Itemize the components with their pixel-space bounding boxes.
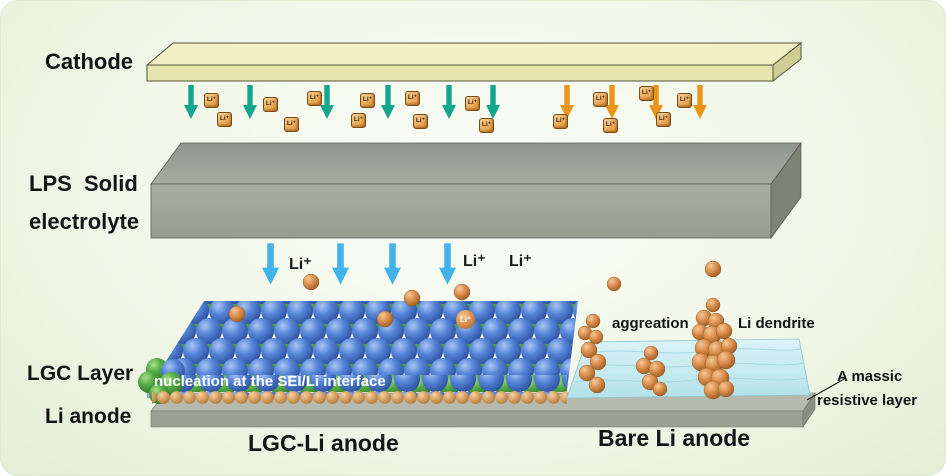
li-ion-icon: Li⁺ [351, 113, 366, 128]
cathode-front-face [146, 64, 774, 82]
lps-electrolyte-slab [150, 141, 802, 240]
li-ion-icon: Li⁺ [307, 91, 322, 106]
blue-flow-arrow [332, 243, 349, 285]
li-ion-icon: Li⁺ [639, 86, 654, 101]
teal-flow-arrow [486, 85, 500, 119]
li-dendrite-annotation: Li dendrite [738, 315, 815, 332]
li-ion-icon: Li⁺ [677, 93, 692, 108]
bare-li-anode-caption: Bare Li anode [598, 425, 751, 451]
aggregation-cluster [577, 313, 668, 397]
orange-flow-arrow [693, 85, 707, 119]
li-plus-sphere: Li⁺ [456, 310, 475, 329]
li-atom [228, 305, 246, 323]
li-ion-icon: Li⁺ [593, 92, 608, 107]
massic-annotation-line1: A massic [837, 368, 903, 385]
blue-flow-arrow [262, 243, 279, 285]
li-ion-icon: Li⁺ [263, 97, 278, 112]
lps-side-face [770, 141, 802, 240]
cathode-label: Cathode [45, 49, 133, 74]
resistive-layer-pointer-line [806, 377, 847, 401]
li-ion-icon: Li⁺ [413, 114, 428, 129]
lps-front-face [150, 183, 772, 239]
teal-flow-arrow [184, 85, 198, 119]
li-atom [376, 310, 394, 328]
li-ion-icon: Li⁺ [405, 91, 420, 106]
base-side-face [802, 392, 816, 428]
li-atom [704, 260, 722, 278]
li-ion-icon: Li⁺ [284, 117, 299, 132]
teal-flow-arrow [442, 85, 456, 119]
cathode-top-face [145, 42, 803, 66]
interface-li-atom-row [152, 391, 567, 404]
lps-label-line1: LPS Solid [29, 171, 138, 196]
li-ion-icon: Li⁺ [217, 112, 232, 127]
lps-label-line2: electrolyte [29, 209, 140, 234]
blue-flow-arrow [384, 243, 401, 285]
lgc-layer-label: LGC Layer [27, 362, 134, 385]
li-ion-icon: Li⁺ [479, 118, 494, 133]
li-ion-icon: Li⁺ [360, 93, 375, 108]
cathode-slab [145, 41, 803, 83]
li-atom [453, 283, 471, 301]
li-atom [302, 273, 320, 291]
li-anode-label: Li anode [45, 405, 132, 428]
floating-li-atoms [228, 260, 722, 328]
massic-annotation-line2: resistive layer [817, 392, 918, 409]
li-atom [403, 289, 421, 307]
li-atom [606, 276, 622, 292]
li-dendrite-cluster [691, 297, 738, 400]
li-ion-icon: Li⁺ [656, 112, 671, 127]
li-ion-icon: Li⁺ [603, 118, 618, 133]
li-plus-label: Li⁺ [463, 253, 486, 270]
lps-top-face [150, 142, 802, 185]
lgc-li-anode-caption: LGC-Li anode [248, 430, 399, 456]
aggregation-annotation: aggreation [612, 315, 689, 332]
li-ion-icon: Li⁺ [553, 114, 568, 129]
li-plus-label: Li⁺ [509, 253, 532, 270]
cathode-side-face [772, 41, 802, 83]
li-ion-icon: Li⁺ [465, 96, 480, 111]
li-plus-label: Li⁺ [289, 256, 312, 273]
li-ion-icon: Li⁺ [204, 93, 219, 108]
blue-flow-arrow [439, 243, 456, 285]
nucleation-annotation: nucleation at the SEI/Li interface [154, 373, 386, 390]
teal-flow-arrow [243, 85, 257, 119]
teal-flow-arrow [320, 85, 334, 119]
teal-flow-arrow [381, 85, 395, 119]
